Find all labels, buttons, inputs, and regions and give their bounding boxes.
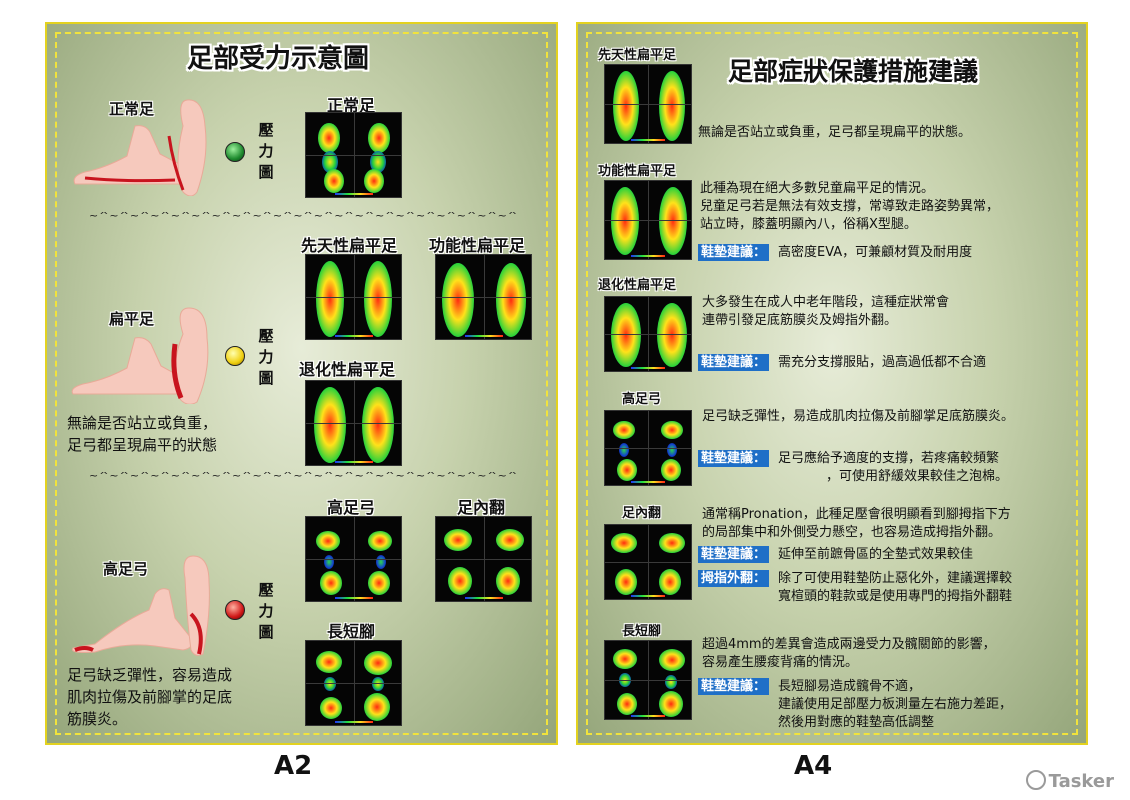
- sec4-label: 高足弓: [622, 392, 662, 407]
- caption-a4: A4: [794, 751, 833, 781]
- high-arch-foot-illustration: [71, 555, 210, 656]
- sec1-scan: [604, 64, 692, 144]
- sec3-advice-1: 需充分支撐服貼，過高過低都不合適: [778, 355, 987, 370]
- sec4-insole-badge: 鞋墊建議：: [698, 450, 770, 467]
- sec5-line-2: 的局部集中和外側受力懸空，也容易造成拇指外翻。: [702, 525, 1002, 540]
- normal-foot-illustration: [73, 99, 207, 196]
- tasker-logo-icon: [1025, 770, 1046, 790]
- sec6-insole-badge: 鞋墊建議：: [698, 678, 770, 695]
- high-arch-scan-label: 高足弓: [327, 498, 376, 517]
- sec2-advice-1: 高密度EVA，可兼顧材質及耐用度: [778, 245, 973, 260]
- high-desc-line-2: 肌肉拉傷及前腳掌的足底: [67, 688, 233, 706]
- sec2-scan: [604, 180, 692, 260]
- supination-scan: [435, 516, 532, 602]
- normal-foot-scan: [305, 112, 402, 198]
- flat-pressure-label: 壓力圖: [258, 327, 274, 387]
- sec3-label: 退化性扁平足: [598, 278, 677, 293]
- sec5-bunion-badge: 拇指外翻：: [698, 570, 770, 587]
- high-arch-label: 高足弓: [103, 560, 149, 578]
- congenital-flat-scan: [305, 254, 402, 340]
- functional-flat-scan-label: 功能性扁平足: [429, 236, 526, 255]
- high-desc-line-3: 筋膜炎。: [67, 710, 128, 728]
- congenital-flat-scan-label: 先天性扁平足: [301, 236, 398, 255]
- normal-foot-label: 正常足: [109, 100, 155, 118]
- sec6-advice-3: 然後用對應的鞋墊高低調整: [778, 715, 935, 730]
- poster-a4: 足部症狀保護措施建議 先天性扁平足 無論是否站立或負重，足弓都呈現扁平的狀態。 …: [576, 22, 1088, 745]
- degenerative-flat-scan-label: 退化性扁平足: [299, 360, 396, 379]
- sec6-scan: [604, 640, 692, 720]
- flat-desc-line-1: 無論是否站立或負重，: [67, 414, 218, 432]
- sec6-advice-1: 長短腳易造成髖骨不適，: [778, 679, 922, 694]
- sec2-line-1: 此種為現在絕大多數兒童扁平足的情況。: [700, 181, 935, 196]
- flat-foot-label: 扁平足: [109, 310, 155, 328]
- sec2-line-3: 站立時，膝蓋明顯內八，俗稱X型腿。: [700, 217, 917, 232]
- sec4-scan: [604, 410, 692, 486]
- high-pressure-label: 壓力圖: [258, 581, 274, 641]
- high-desc-line-1: 足弓缺乏彈性，容易造成: [67, 666, 233, 684]
- degenerative-flat-scan: [305, 380, 402, 466]
- sec6-label: 長短腳: [622, 624, 662, 639]
- sec5-advice-1: 延伸至前蹠骨區的全墊式效果較佳: [778, 547, 974, 562]
- sec6-line-1: 超過4mm的差異會造成兩邊受力及髖關節的影響，: [702, 637, 996, 652]
- normal-scan-label: 正常足: [327, 96, 376, 115]
- functional-flat-scan: [435, 254, 532, 340]
- sec3-scan: [604, 296, 692, 372]
- sec5-line-1: 通常稱Pronation，此種足壓會很明顯看到腳拇指下方: [702, 507, 1011, 522]
- sec2-label: 功能性扁平足: [598, 164, 677, 179]
- sec1-label: 先天性扁平足: [598, 48, 677, 63]
- watermark-text: Tasker: [1048, 771, 1114, 792]
- sec5-scan: [604, 524, 692, 600]
- sec3-insole-badge: 鞋墊建議：: [698, 354, 770, 371]
- sec2-insole-badge: 鞋墊建議：: [698, 244, 770, 261]
- caption-a2: A2: [274, 751, 313, 781]
- high-arch-scan: [305, 516, 402, 602]
- a2-title: 足部受力示意圖: [187, 44, 370, 74]
- sec4-advice-2: ，可使用舒緩效果較佳之泡棉。: [826, 469, 1009, 484]
- sec6-line-2: 容易產生腰痠背痛的情況。: [702, 655, 859, 670]
- sec5-advice2-2: 寬楦頭的鞋款或是使用專門的拇指外翻鞋: [778, 589, 1013, 604]
- sec6-advice-2: 建議使用足部壓力板測量左右施力差距，: [778, 697, 1013, 712]
- separator-wave-1: ~^~^~^~^~^~^~^~^~^~^~^~^~^~^~^~^~^~^~^~^…: [89, 212, 517, 220]
- sec2-line-2: 兒童足弓若是無法有效支撐，常導致走路姿勢異常，: [700, 199, 1000, 214]
- supination-scan-label: 足內翻: [457, 498, 506, 517]
- sec4-line-1: 足弓缺乏彈性，易造成肌肉拉傷及前腳掌足底筋膜炎。: [702, 409, 1015, 424]
- sec1-line-1: 無論是否站立或負重，足弓都呈現扁平的狀態。: [698, 125, 972, 140]
- a4-title: 足部症狀保護措施建議: [728, 57, 979, 86]
- sec4-advice-1: 足弓應給予適度的支撐，若疼痛較頻繁: [778, 451, 1000, 466]
- poster-a2: 足部受力示意圖 正常足 壓力圖 正常足 ~^~^~^~^~^~^~^~^~^~^…: [45, 22, 558, 745]
- sec5-insole-badge: 鞋墊建議：: [698, 546, 770, 563]
- leg-length-scan: [305, 640, 402, 726]
- flat-foot-illustration: [71, 307, 209, 404]
- leg-length-scan-label: 長短腳: [327, 622, 376, 641]
- separator-wave-2: ~^~^~^~^~^~^~^~^~^~^~^~^~^~^~^~^~^~^~^~^…: [89, 472, 517, 480]
- yellow-pressure-dot: [225, 346, 245, 366]
- normal-pressure-label: 壓力圖: [258, 121, 274, 181]
- sec3-line-1: 大多發生在成人中老年階段，這種症狀常會: [702, 295, 950, 310]
- sec5-advice2-1: 除了可使用鞋墊防止惡化外，建議選擇較: [778, 571, 1013, 586]
- sec5-label: 足內翻: [622, 506, 662, 521]
- tasker-watermark: Tasker: [1025, 770, 1114, 792]
- red-pressure-dot: [225, 600, 245, 620]
- flat-desc-line-2: 足弓都呈現扁平的狀態: [67, 436, 218, 454]
- green-pressure-dot: [225, 142, 245, 162]
- sec3-line-2: 連帶引發足底筋膜炎及姆指外翻。: [702, 313, 898, 328]
